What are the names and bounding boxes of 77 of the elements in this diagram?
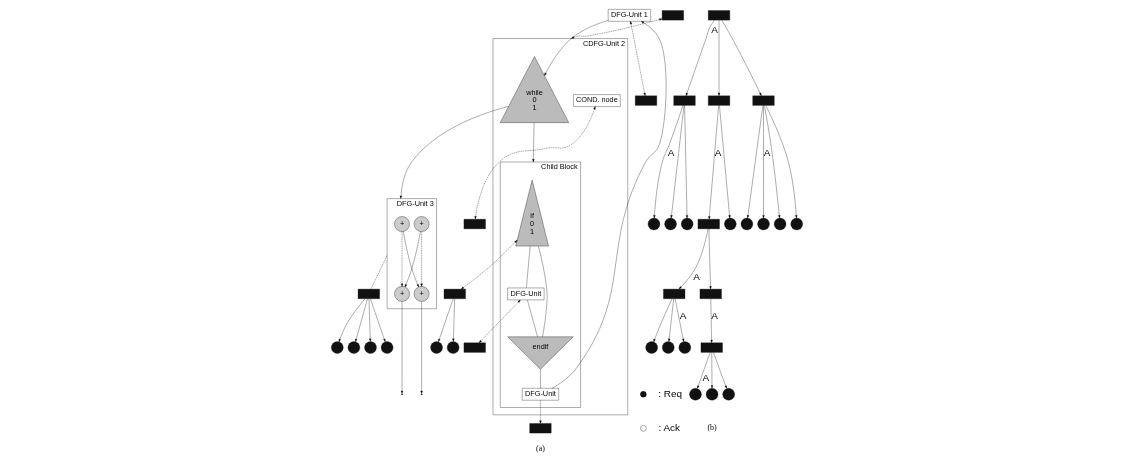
node-circle	[446, 341, 459, 354]
edge-label: A	[667, 147, 674, 159]
arrow	[543, 20, 608, 76]
arrow	[678, 228, 708, 290]
node-box	[661, 10, 684, 21]
arrow	[538, 400, 542, 424]
node-circle	[661, 341, 674, 354]
arrow	[763, 105, 780, 219]
arrow	[717, 20, 720, 96]
node-box	[752, 95, 774, 106]
legend-label: : Req	[657, 387, 682, 399]
arrow	[420, 301, 423, 394]
arrow	[765, 105, 797, 219]
node-box	[529, 423, 551, 434]
arrow	[478, 299, 521, 343]
arrow	[696, 352, 710, 389]
node-circle	[645, 341, 658, 354]
arrow	[746, 105, 763, 219]
arrow	[761, 105, 765, 219]
edge-label: A	[679, 310, 686, 322]
arrow	[368, 298, 371, 342]
label: (a)	[535, 443, 545, 453]
arrow	[551, 21, 666, 389]
edge-label: A	[763, 147, 770, 159]
node-box	[357, 288, 380, 299]
arrow	[707, 105, 719, 220]
node-box	[700, 342, 723, 353]
arrow	[683, 105, 688, 219]
arrow	[669, 105, 684, 219]
arrow	[400, 231, 403, 287]
node-box	[707, 95, 730, 106]
arrow	[653, 298, 672, 343]
arrow	[685, 20, 715, 96]
arrow	[460, 240, 517, 290]
arrow	[629, 21, 646, 96]
arrow	[674, 298, 684, 342]
node-circle	[705, 388, 718, 401]
arrow	[710, 352, 713, 389]
edge-label: A	[702, 371, 709, 383]
arrow	[354, 298, 368, 342]
arrow	[399, 106, 509, 199]
arrow	[721, 20, 761, 96]
arrow	[400, 301, 403, 394]
arrow	[570, 18, 662, 39]
connector	[370, 255, 387, 290]
node-circle	[363, 341, 377, 354]
node-circle	[678, 341, 691, 354]
node-circle	[688, 388, 702, 401]
edge-label: A	[710, 23, 718, 35]
edge-label: A	[714, 147, 722, 159]
arrow	[437, 298, 453, 342]
arrow	[473, 106, 595, 220]
node-circle	[347, 341, 360, 354]
node-circle	[330, 341, 343, 354]
node-circle	[722, 388, 735, 401]
edge-label: A	[692, 270, 700, 282]
arrow	[531, 122, 534, 163]
node-box	[634, 95, 657, 106]
node-box	[697, 219, 720, 229]
arrow	[420, 231, 423, 287]
node-circle	[429, 341, 443, 354]
node-box	[463, 219, 486, 229]
node-box	[707, 10, 730, 21]
legend-label: : Ack	[657, 421, 680, 433]
arrow	[667, 298, 674, 342]
arrow	[338, 298, 365, 342]
edge-label: A	[710, 310, 718, 322]
arrow	[710, 298, 713, 343]
label: (b)	[706, 423, 717, 433]
node-circle	[380, 341, 393, 354]
arrow	[369, 298, 385, 342]
arrow	[712, 352, 727, 389]
arrow	[718, 105, 731, 219]
node-box	[673, 95, 695, 106]
arrow	[652, 105, 683, 219]
arrow	[451, 298, 455, 342]
arrow	[708, 228, 712, 290]
